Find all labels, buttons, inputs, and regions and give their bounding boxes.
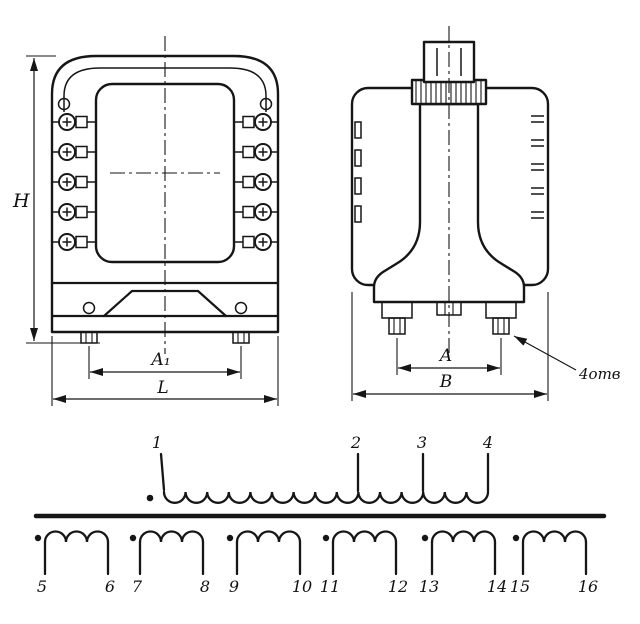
- front-view: H A₁ L: [12, 36, 280, 406]
- mounting-hole-right: [234, 301, 248, 315]
- primary-coil: [162, 490, 490, 504]
- a-dimension: A: [396, 338, 502, 375]
- secondary-terminal-14: 14: [487, 577, 507, 596]
- secondary-terminal-11: 11: [320, 577, 340, 596]
- side-terminal-marks-left: [354, 121, 362, 223]
- secondary-coil-3: [225, 530, 302, 576]
- foot-bolt-left: [80, 331, 98, 344]
- side-feet: [381, 301, 517, 335]
- secondary-terminal-12: 12: [388, 577, 408, 596]
- h-dimension: H: [12, 55, 100, 344]
- primary-terminal-4: 4: [482, 433, 493, 452]
- dim-label-a: A: [438, 346, 452, 366]
- strap-rivet-right: [259, 97, 273, 111]
- dim-label-l: L: [156, 378, 168, 398]
- secondary-coil-6: [511, 530, 588, 576]
- secondary-terminal-13: 13: [419, 577, 439, 596]
- secondary-terminal-9: 9: [229, 577, 239, 596]
- side-bolt-left: [388, 317, 406, 335]
- dim-label-a1: A₁: [149, 350, 170, 370]
- secondary-terminal-10: 10: [292, 577, 312, 596]
- secondary-windings: 5 6 7 8 9 10 11 12 13 14 15 16: [33, 530, 598, 596]
- primary-polarity-dot: [146, 494, 154, 502]
- holes-note-label: 4отв: [578, 365, 621, 383]
- l-dimension: L: [51, 336, 279, 406]
- b-dimension: B: [351, 292, 549, 401]
- secondary-coil-5: [420, 530, 497, 576]
- winding-schematic: 1 2 3 4 5 6 7 8 9 10 11 12: [33, 433, 607, 596]
- foot-bolt-right: [232, 331, 250, 344]
- primary-winding: 1 2 3 4: [146, 433, 493, 504]
- primary-terminal-2: 2: [350, 433, 361, 452]
- strap-rivet-left: [57, 97, 71, 111]
- side-foot-left: [381, 301, 413, 319]
- secondary-coil-1: [33, 530, 110, 576]
- front-outline: [50, 54, 280, 334]
- side-bolt-right: [492, 317, 510, 335]
- dim-label-b: B: [439, 372, 453, 392]
- secondary-terminal-7: 7: [132, 577, 143, 596]
- holes-callout: 4отв: [513, 335, 621, 383]
- secondary-terminal-15: 15: [510, 577, 530, 596]
- side-terminal-marks-right: [530, 115, 545, 219]
- side-foot-right: [485, 301, 517, 319]
- primary-terminal-3: 3: [417, 433, 427, 452]
- secondary-terminal-8: 8: [200, 577, 210, 596]
- secondary-terminal-5: 5: [37, 577, 47, 596]
- mounting-hole-left: [82, 301, 96, 315]
- a1-dimension: A₁: [88, 346, 242, 379]
- secondary-coil-2: [128, 530, 205, 576]
- side-view: A B 4отв: [350, 26, 621, 401]
- secondary-terminal-16: 16: [578, 577, 598, 596]
- terminal-screws-right: [233, 113, 279, 251]
- primary-terminal-1: 1: [152, 433, 162, 452]
- secondary-coil-4: [321, 530, 398, 576]
- dim-label-h: H: [12, 190, 30, 212]
- terminal-screws-left: [51, 113, 97, 251]
- secondary-terminal-6: 6: [105, 577, 115, 596]
